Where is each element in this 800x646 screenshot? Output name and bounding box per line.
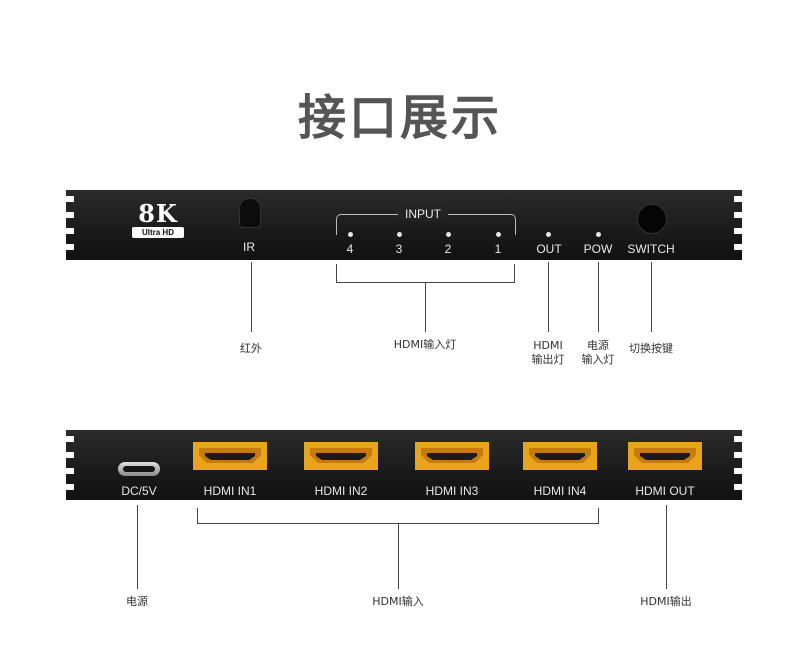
dc-5v-label: DC/5V bbox=[121, 484, 157, 498]
ir-receiver bbox=[239, 198, 261, 228]
pow-callout-line bbox=[598, 262, 599, 332]
power-light-callout: 电源 输入灯 bbox=[573, 339, 623, 367]
input-3-label: 3 bbox=[395, 242, 403, 256]
logo-8k-text: 8K bbox=[138, 199, 178, 228]
power-callout: 电源 bbox=[126, 595, 148, 608]
input-bracket-right-line bbox=[514, 264, 515, 282]
input-bracket-right-line-rear bbox=[598, 508, 599, 523]
ir-label: IR bbox=[243, 240, 255, 254]
8k-logo: 8K Ultra HD bbox=[132, 199, 184, 238]
ir-callout-line bbox=[251, 262, 252, 332]
hdmi-input-callout-line bbox=[398, 523, 399, 589]
hdmi-output-light-line1: HDMI bbox=[533, 339, 563, 352]
input-4-led bbox=[348, 232, 353, 237]
logo-ultra-hd-badge: Ultra HD bbox=[132, 227, 184, 238]
hdmi-input-callout: HDMI输入 bbox=[372, 595, 424, 608]
input-group-label: INPUT bbox=[398, 207, 448, 221]
pow-label: POW bbox=[583, 242, 613, 256]
pow-led bbox=[596, 232, 601, 237]
switch-button[interactable] bbox=[637, 204, 667, 234]
input-2-label: 2 bbox=[444, 242, 452, 256]
out-led bbox=[546, 232, 551, 237]
out-callout-line bbox=[548, 262, 549, 332]
input-bracket-left-line-rear bbox=[197, 508, 198, 523]
hdmi-in1-port[interactable] bbox=[193, 442, 267, 470]
hdmi-output-callout: HDMI输出 bbox=[640, 595, 692, 608]
switch-button-callout: 切换按键 bbox=[629, 342, 673, 355]
page-title: 接口展示 bbox=[297, 90, 502, 146]
hdmi-in2-label: HDMI IN2 bbox=[314, 484, 368, 498]
input-bracket-left-line bbox=[336, 264, 337, 282]
hdmi-in1-label: HDMI IN1 bbox=[203, 484, 257, 498]
hdmi-in2-port[interactable] bbox=[304, 442, 378, 470]
left-mounting-ear bbox=[66, 190, 74, 260]
power-light-line1: 电源 bbox=[587, 339, 609, 352]
hdmi-in3-port[interactable] bbox=[415, 442, 489, 470]
right-mounting-ear bbox=[734, 190, 742, 260]
hdmi-out-port[interactable] bbox=[628, 442, 702, 470]
hdmi-output-light-callout: HDMI 输出灯 bbox=[523, 339, 573, 367]
rear-panel: DC/5V HDMI IN1 HDMI IN2 HDMI IN3 HDMI IN… bbox=[66, 430, 742, 500]
hdmi-output-light-line2: 输出灯 bbox=[531, 353, 565, 366]
usb-c-power-port[interactable] bbox=[118, 462, 160, 476]
hdmi-out-label: HDMI OUT bbox=[635, 484, 695, 498]
input-1-label: 1 bbox=[494, 242, 502, 256]
input-1-led bbox=[496, 232, 501, 237]
out-label: OUT bbox=[536, 242, 562, 256]
switch-callout-line bbox=[651, 262, 652, 332]
power-callout-line bbox=[137, 505, 138, 589]
front-panel: 8K Ultra HD IR INPUT 4 3 2 1 OUT POW SWI… bbox=[66, 190, 742, 260]
hdmi-output-callout-line bbox=[666, 505, 667, 589]
ir-callout: 红外 bbox=[240, 342, 262, 355]
hdmi-input-lights-callout: HDMI输入灯 bbox=[393, 338, 457, 351]
right-mounting-ear bbox=[734, 430, 742, 500]
hdmi-in4-label: HDMI IN4 bbox=[533, 484, 587, 498]
input-4-label: 4 bbox=[346, 242, 354, 256]
hdmi-in3-label: HDMI IN3 bbox=[425, 484, 479, 498]
left-mounting-ear bbox=[66, 430, 74, 500]
switch-label: SWITCH bbox=[627, 242, 675, 256]
power-light-line2: 输入灯 bbox=[581, 353, 615, 366]
hdmi-in4-port[interactable] bbox=[523, 442, 597, 470]
input-callout-line bbox=[425, 282, 426, 332]
input-3-led bbox=[397, 232, 402, 237]
input-2-led bbox=[446, 232, 451, 237]
